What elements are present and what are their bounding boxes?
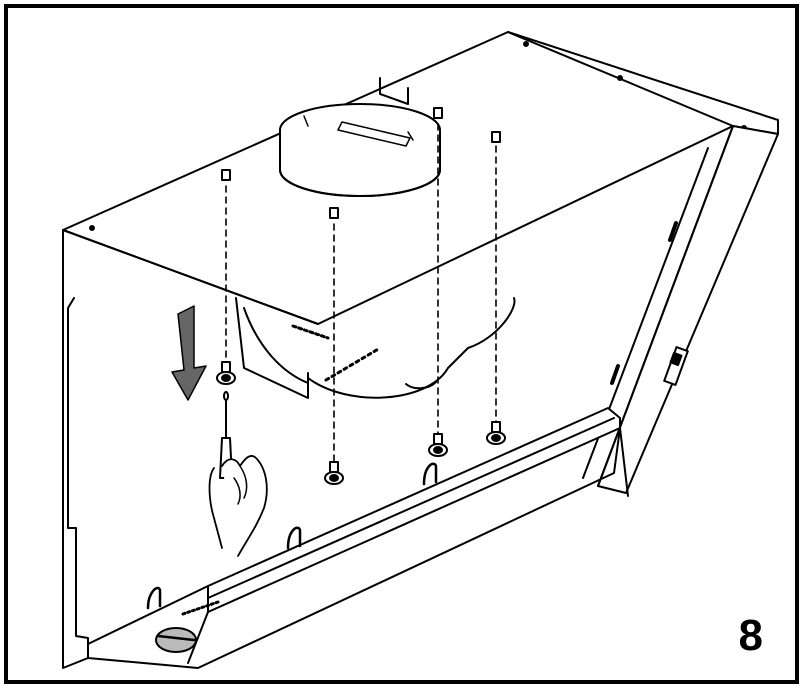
- screw-guides: [225, 123, 497, 464]
- top-screws: [221, 107, 501, 219]
- exhaust-collar: [279, 103, 441, 197]
- range-hood-illustration: [62, 31, 779, 669]
- front-lip: [87, 407, 629, 669]
- diagram-frame: 8: [4, 4, 799, 684]
- arrow-down-icon: [171, 305, 207, 401]
- hood-left-side: [62, 229, 319, 669]
- blower-motor: [235, 297, 516, 399]
- hand-icon: [208, 454, 268, 557]
- step-number: 8: [738, 611, 763, 660]
- falling-screws: [216, 361, 506, 485]
